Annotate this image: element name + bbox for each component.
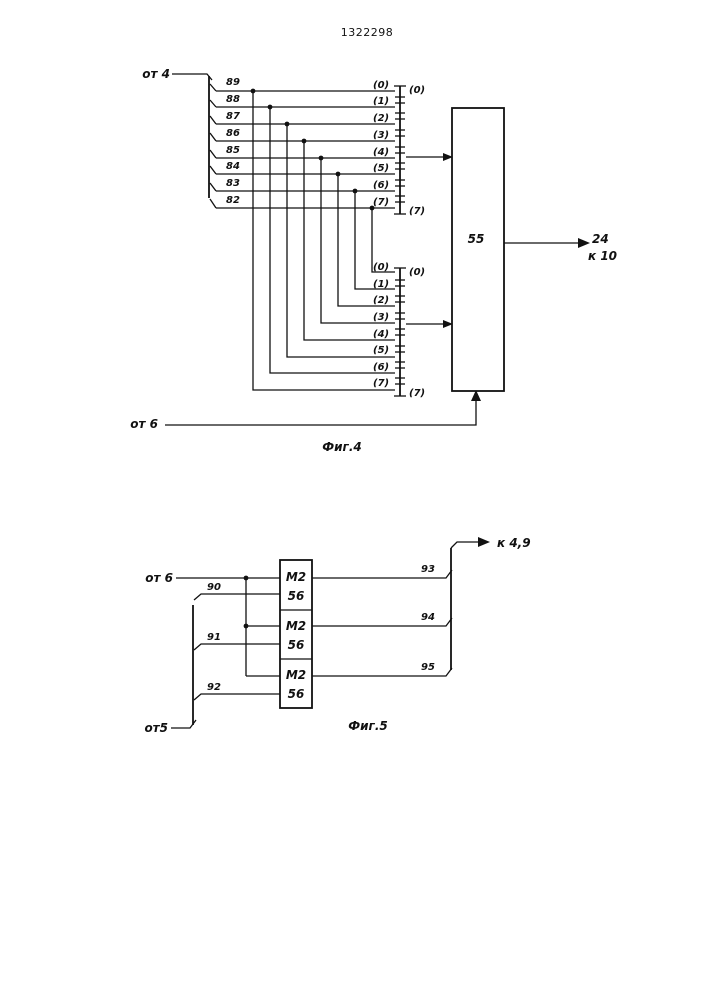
fig5-gate-number: 56	[288, 687, 305, 701]
document-number: 1322298	[341, 26, 394, 39]
fig5-input-line-number: 91	[207, 632, 221, 643]
fig4-line-number: 82	[226, 195, 240, 206]
figure-5: от 6 от5 90 91 92 M2 56 M2 56 M2 56	[144, 536, 530, 735]
fig5-gate-number: 56	[288, 638, 305, 652]
fig4-line-number: 89	[226, 77, 240, 88]
fig4-output-label-1: 24	[592, 232, 609, 246]
fig5-input-line-number: 90	[207, 582, 221, 593]
fig4-bit-label: (7)	[373, 197, 389, 208]
fig4-bit-label: (5)	[373, 163, 389, 174]
fig4-line-number: 85	[226, 145, 240, 156]
fig5-output-line-number: 95	[421, 662, 435, 673]
fig4-bit-label: (2)	[373, 113, 389, 124]
fig4-caption: Фиг.4	[322, 440, 362, 454]
fig4-bus-a-first-label: (0)	[409, 85, 425, 96]
fig4-bit-label: (5)	[373, 345, 389, 356]
fig4-output-arrow	[578, 238, 590, 248]
fig4-bit-label: (7)	[373, 378, 389, 389]
fig4-bit-label: (2)	[373, 295, 389, 306]
fig5-gate-type: M2	[286, 619, 306, 633]
fig4-bus-b-stack	[394, 268, 406, 396]
fig4-bit-label: (4)	[373, 329, 389, 340]
fig4-line-number: 88	[226, 94, 240, 105]
fig4-bit-label: (4)	[373, 147, 389, 158]
fig5-input-line-91	[194, 644, 280, 650]
fig5-input-line-90	[194, 594, 280, 600]
fig5-output-arrow	[478, 537, 490, 547]
fig5-input-bottom-label: от5	[144, 721, 168, 735]
fig4-bit-label: (6)	[373, 180, 389, 191]
fig4-bit-label: (3)	[373, 312, 389, 323]
fig5-output-label: к 4,9	[497, 536, 531, 550]
fig4-bit-label: (6)	[373, 362, 389, 373]
fig5-output-line-number: 93	[421, 564, 435, 575]
fig4-bit-labels-a: (0) (1) (2) (3) (4) (5) (6) (7)	[373, 80, 389, 208]
fig4-input-top-wire	[172, 74, 212, 80]
fig5-junction-dot	[244, 576, 249, 581]
fig5-junction-dot	[244, 624, 249, 629]
fig4-input-bottom-wire	[165, 398, 476, 425]
fig4-input-top-label: от 4	[142, 67, 170, 81]
fig4-bit-labels-b: (0) (1) (2) (3) (4) (5) (6) (7)	[373, 262, 389, 389]
fig4-bus-b-last-label: (7)	[409, 388, 425, 399]
fig4-input-bottom-label: от 6	[130, 417, 158, 431]
fig5-input-top-label: от 6	[145, 571, 173, 585]
fig4-bus-b-first-label: (0)	[409, 267, 425, 278]
fig4-block-55	[452, 108, 504, 391]
figure-4: от 4 89 88 87 86 85 84 83 82 (0	[130, 67, 617, 454]
fig5-output-wire	[451, 542, 480, 548]
fig4-bit-label: (3)	[373, 130, 389, 141]
fig4-output-label-2: к 10	[588, 249, 617, 263]
fig5-gate-type: M2	[286, 668, 306, 682]
fig5-input-line-92	[194, 694, 280, 700]
fig4-bit-label: (1)	[373, 96, 389, 107]
fig4-line-number: 87	[226, 111, 240, 122]
fig5-caption: Фиг.5	[348, 719, 388, 733]
fig4-block-label: 55	[468, 232, 485, 246]
fig5-input-line-number: 92	[207, 682, 221, 693]
fig4-bus-a-stack	[394, 86, 406, 214]
fig5-gate-number: 56	[288, 589, 305, 603]
fig4-line-number: 84	[226, 161, 240, 172]
fig4-line-number: 86	[226, 128, 240, 139]
fig5-output-line-number: 94	[421, 612, 435, 623]
fig5-gate-type: M2	[286, 570, 306, 584]
fig4-line-number: 83	[226, 178, 240, 189]
fig4-bus-a-last-label: (7)	[409, 206, 425, 217]
fig4-bit-label: (0)	[373, 80, 389, 91]
